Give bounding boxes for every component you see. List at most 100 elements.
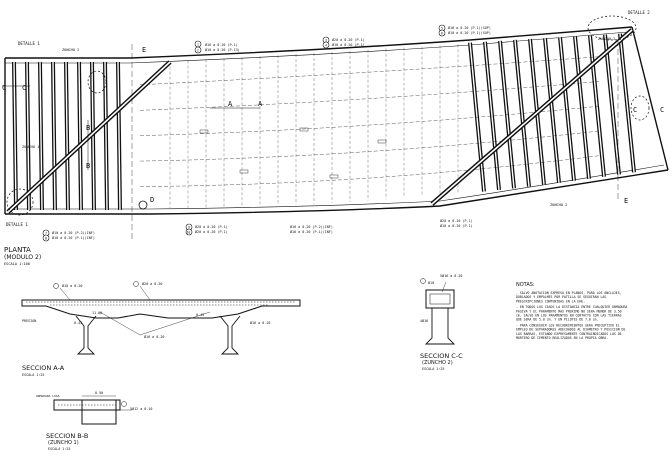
cc-label-1: 5Ø16 a 0.20 <box>440 273 462 278</box>
aa-label-3: 11.00 <box>92 311 102 315</box>
section-aa-text: Ø10 a 0.20 Ø20 a 0.20 11.00 0.45 0.45 PR… <box>22 281 270 377</box>
callout-top-4: Ø10 a 0.20 (P.1) <box>332 42 365 47</box>
aa-label-8: Ø16 a 0.20 <box>250 320 270 325</box>
cut-mark-a-right: A <box>258 100 263 108</box>
zuncho-label-3: ZUNCHO 2 <box>550 203 567 207</box>
plan-bottom-edge <box>5 169 669 215</box>
plan-title: PLANTA <box>4 246 31 254</box>
bb-scale: ESCALA 1:25 <box>48 447 70 451</box>
section-cc-text: 5Ø16 a 0.20 Ø10 4Ø16 SECCION C-C (ZUNCHO… <box>420 273 463 371</box>
callout-top-5: Ø16 a 0.20 (P.1)(SUP) <box>448 25 491 30</box>
section-bb <box>53 395 132 425</box>
bubble-7: 7 <box>45 231 47 235</box>
longitudinal-rebar <box>139 155 601 187</box>
aa-title: SECCION A-A <box>22 364 65 372</box>
callout-bottom-3: Ø20 a 0.20 (P.1) <box>195 224 228 229</box>
cut-mark-b-top: B <box>86 124 90 132</box>
cc-label-2: Ø10 <box>428 280 434 285</box>
cc-top-block-inner <box>429 293 451 305</box>
cc-top-block <box>425 289 455 309</box>
bubble-numbers: 1 2 3 4 5 6 7 8 9 10 <box>45 26 443 240</box>
rebar-callouts-bottom: Ø10 a 0.20 (P.2)(INF) Ø10 a 0.20 (P.1)(I… <box>52 218 473 240</box>
callout-top-1: Ø16 a 0.20 (P.1) <box>205 42 238 47</box>
cut-mark-e-right: E <box>624 197 628 205</box>
transverse-beam <box>64 61 70 211</box>
transverse-beam <box>513 39 531 187</box>
leader-1 <box>59 287 71 301</box>
transverse-beam <box>12 61 18 211</box>
detail-circle-left-top <box>87 70 107 94</box>
cc-subtitle: (ZUNCHO 2) <box>422 360 453 366</box>
cut-mark-d: D <box>150 196 154 204</box>
aa-label-2: Ø20 a 0.20 <box>142 281 162 286</box>
callout-bottom-1: Ø10 a 0.20 (P.2)(INF) <box>52 230 95 235</box>
diagonal-zuncho-right-inner <box>431 29 633 205</box>
aa-label-6: PRESION <box>22 319 36 323</box>
diagonal-zuncho-left-inner <box>7 61 171 213</box>
transverse-beam <box>573 36 591 180</box>
cut-mark-c-left: C <box>2 84 6 92</box>
detalle-label-1: DETALLE 1 <box>18 41 40 46</box>
section-aa <box>21 281 301 355</box>
callout-top-6: Ø10 a 0.20 (P.1)(SUP) <box>448 30 491 35</box>
transverse-beam <box>77 61 83 211</box>
notes-heading: NOTAS: <box>516 282 535 288</box>
longitudinal-rebar-lines <box>139 56 601 187</box>
notes-body: - SALVO ANOTACION EXPRESA EN PLANOS, PAR… <box>516 291 627 340</box>
plan-annotations: DETALLE 1 DETALLE 2 DETALLE 1 ZUNCHO 2 Z… <box>2 10 664 266</box>
aa-scale: ESCALA 1:25 <box>22 373 44 377</box>
transverse-beam <box>603 34 621 175</box>
callout-top-2: Ø10 a 0.20 (P.13) <box>205 47 240 52</box>
rebar-tag <box>239 169 249 174</box>
transverse-beam <box>25 61 31 211</box>
rebar-callouts-top: Ø16 a 0.20 (P.1) Ø10 a 0.20 (P.13) Ø20 a… <box>205 25 491 52</box>
callout-bottom-8: Ø10 a 0.20 (P.1) <box>440 223 473 228</box>
detalle-label-3: DETALLE 1 <box>6 222 28 227</box>
rebar-tag <box>377 139 387 144</box>
cut-mark-b-bottom: B <box>86 162 90 170</box>
cut-mark-c-right: C <box>633 106 637 114</box>
cc-title: SECCION C-C <box>420 352 463 360</box>
transverse-beam <box>103 61 109 211</box>
notes-block: NOTAS: - SALVO ANOTACION EXPRESA EN PLAN… <box>516 282 627 340</box>
bubble-4: 4 <box>325 43 327 47</box>
numbered-bubbles <box>42 24 446 242</box>
longitudinal-rebar <box>139 105 601 136</box>
bb-label-2: ARMADURA LOSA <box>36 394 60 398</box>
cut-mark-c-right-2: C <box>660 106 664 114</box>
transverse-beam <box>498 40 516 189</box>
zuncho-label-4: ZUNCHO 2 <box>598 37 615 41</box>
cut-mark-a-left: A <box>228 100 233 108</box>
callout-bottom-5: Ø16 a 0.20 (P.2)(INF) <box>290 224 333 229</box>
bubble-3: 3 <box>325 38 327 42</box>
aa-label-5: 0.45 <box>196 313 204 317</box>
bb-label-3: 5Ø12 a 0.10 <box>130 406 152 411</box>
longitudinal-rebar <box>139 56 601 85</box>
callout-bottom-6: Ø16 a 0.20 (P.1)(INF) <box>290 229 333 234</box>
transverse-beam <box>38 61 44 211</box>
bubble-5: 5 <box>441 26 443 30</box>
rebar-tag <box>199 129 209 134</box>
bb-subtitle: (ZUNCHO 1) <box>48 440 79 446</box>
plan-right-end <box>631 26 669 171</box>
bb-title: SECCION B-B <box>46 432 88 440</box>
pier-right <box>219 315 241 355</box>
zuncho-label-1: ZUNCHO 2 <box>62 48 79 52</box>
longitudinal-rebar <box>139 81 601 111</box>
plan-subtitle: (MODULO 2) <box>4 254 41 261</box>
bubble-9: 9 <box>188 225 190 229</box>
detail-circle-right-mid <box>630 95 650 121</box>
transverse-beam <box>543 38 561 184</box>
rebar-tag <box>299 127 309 132</box>
bb-zuncho <box>81 399 117 425</box>
pier-left <box>75 315 97 355</box>
transverse-beam <box>483 41 501 191</box>
aa-label-1: Ø10 a 0.20 <box>62 283 82 288</box>
bb-label-1: 0.50 <box>95 391 103 395</box>
callout-top-3: Ø20 a 0.20 (P.1) <box>332 37 365 42</box>
plan-scale: ESCALA 1:100 <box>4 262 30 266</box>
right-transverse-beams <box>468 33 636 192</box>
bubble-8: 8 <box>45 236 47 240</box>
